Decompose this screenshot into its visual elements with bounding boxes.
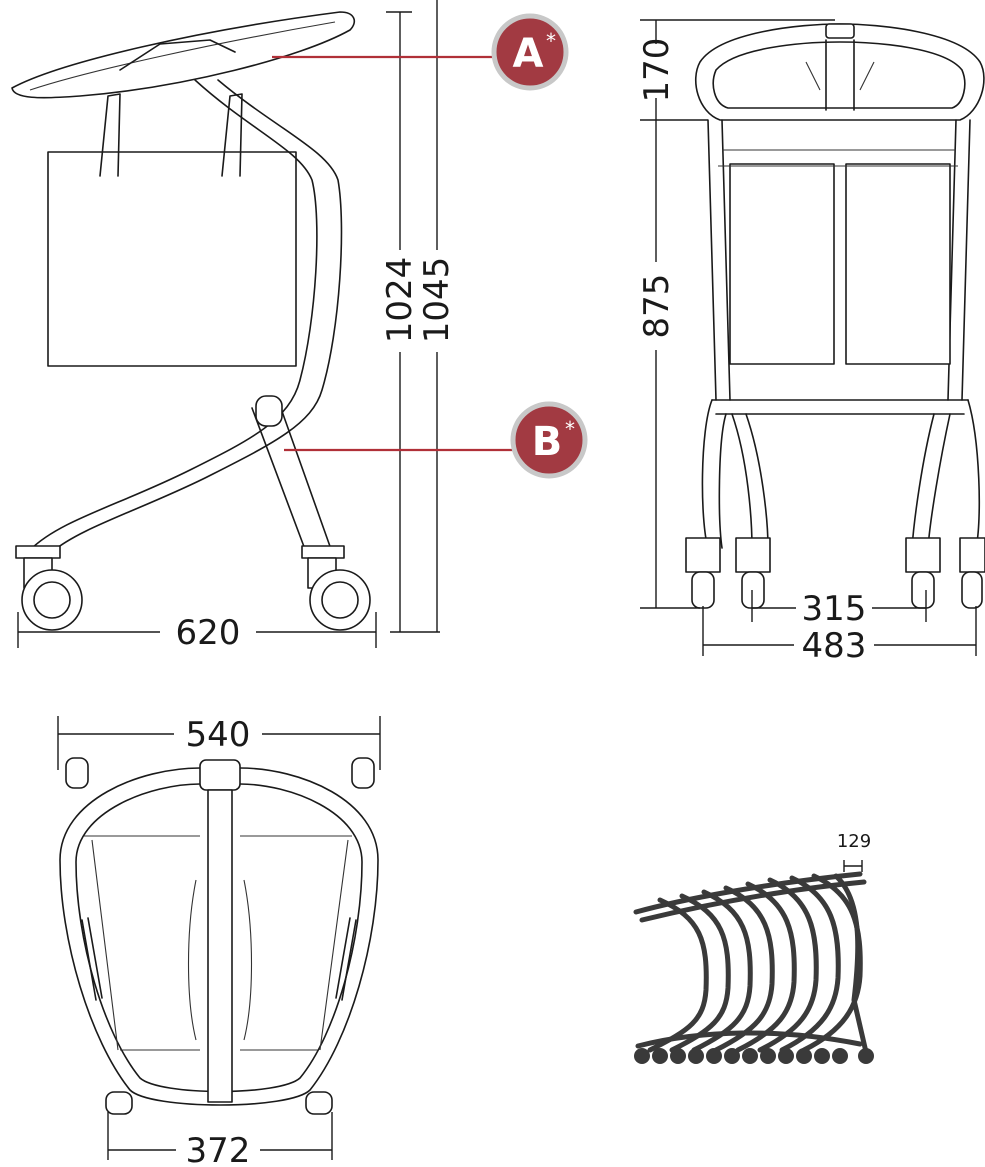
dim-1024: 1024 (380, 257, 420, 344)
dim-620: 620 (176, 613, 241, 653)
top-view: 540 372 (57, 715, 381, 1167)
svg-text:A: A (513, 31, 544, 77)
svg-text:*: * (565, 417, 575, 441)
callout-b: B * (510, 401, 588, 479)
dim-315: 315 (802, 589, 867, 629)
dim-372: 372 (186, 1131, 251, 1167)
side-view: 620 1024 1045 (11, 0, 515, 653)
svg-text:*: * (546, 29, 556, 53)
dim-170: 170 (637, 38, 677, 103)
dim-483: 483 (802, 626, 867, 666)
dim-540: 540 (186, 715, 251, 755)
dim-1045: 1045 (417, 257, 457, 344)
svg-text:B: B (532, 419, 563, 465)
front-view: 170 875 315 483 (637, 19, 985, 666)
dim-129: 129 (837, 831, 871, 852)
dim-875: 875 (637, 274, 677, 339)
callout-a: A * (491, 13, 569, 91)
stack-view: 129 (633, 831, 874, 1064)
